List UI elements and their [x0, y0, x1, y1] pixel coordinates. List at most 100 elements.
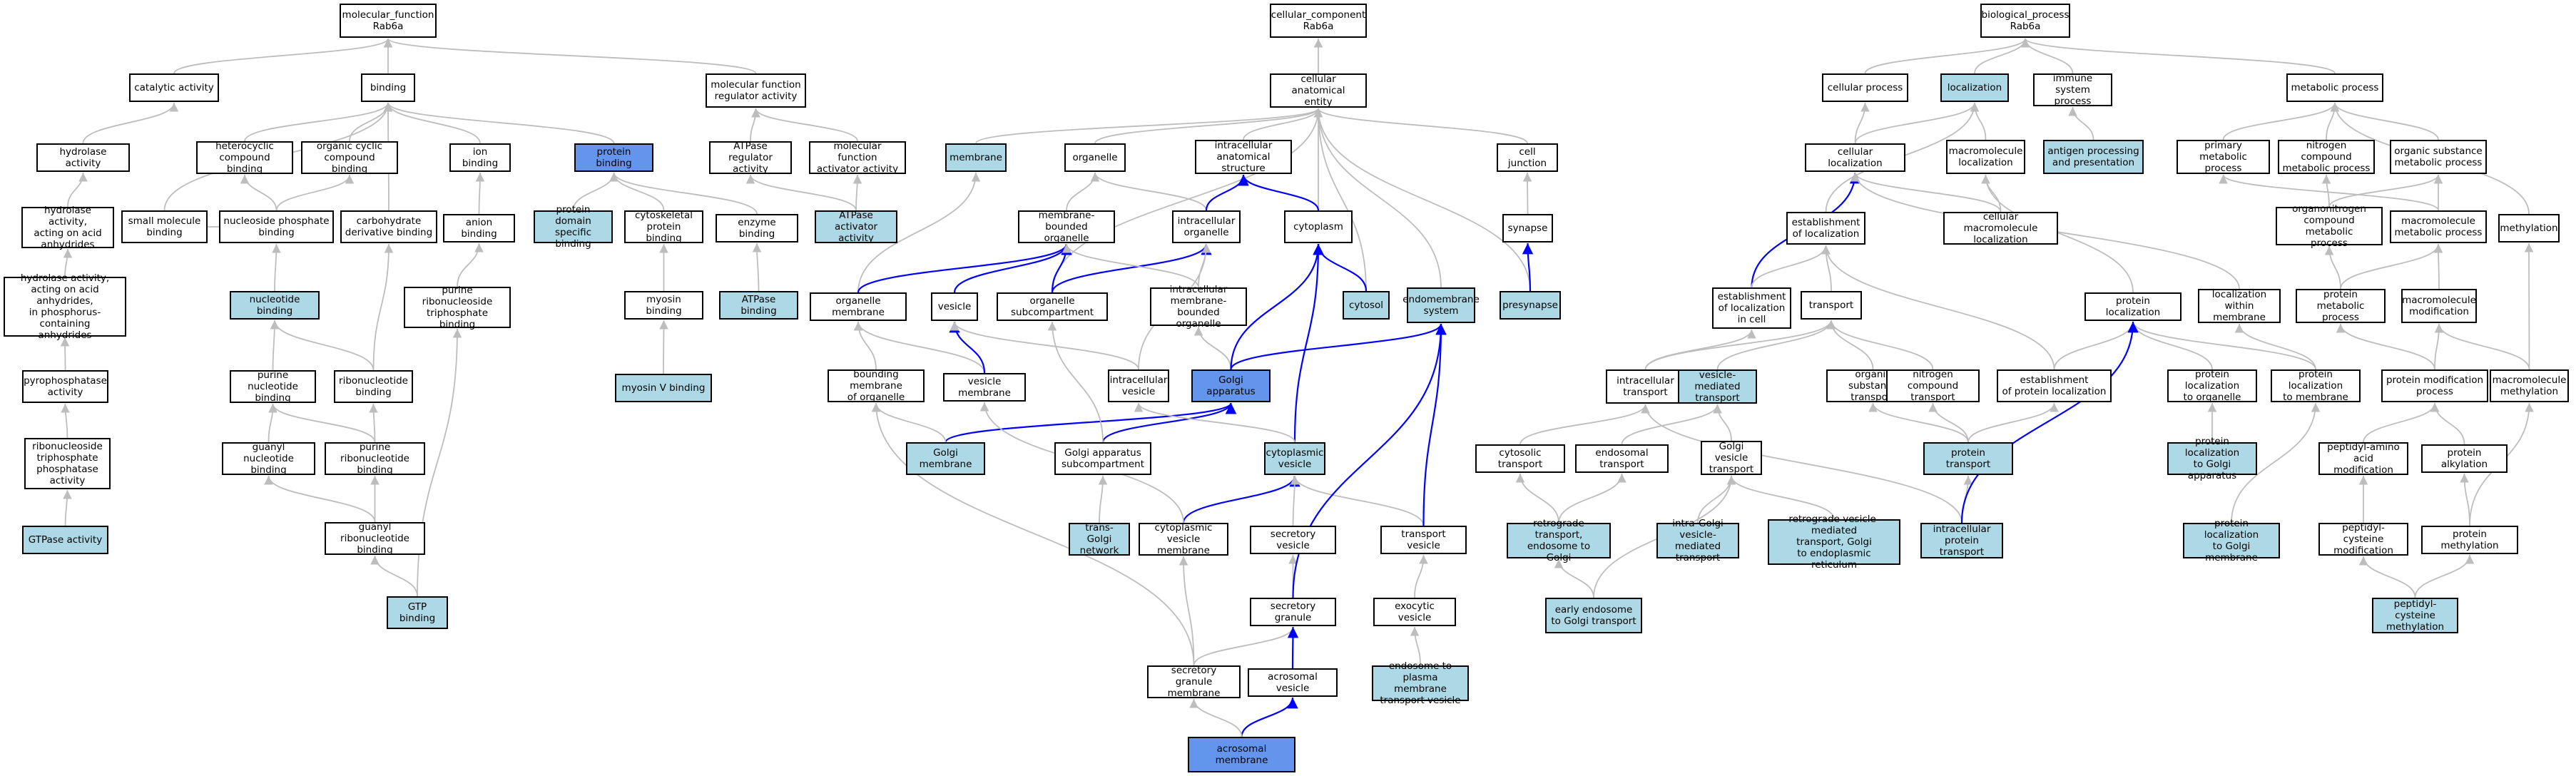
go-term-endo-trans[interactable]: endosomal transport [1575, 444, 1669, 473]
go-term-cell-junction[interactable]: cell junction [1497, 143, 1558, 172]
go-term-prot-domain[interactable]: protein domain specific binding [534, 204, 613, 250]
go-term-gtpase[interactable]: GTPase activity [22, 526, 108, 554]
go-term-cell-macro-loc[interactable]: cellular macromolecule localization [1943, 211, 2058, 245]
go-term-cyto-ves-mem[interactable]: cytoplasmic vesicle membrane [1139, 522, 1228, 556]
go-term-cytosolic-trans[interactable]: cytosolic transport [1475, 444, 1565, 473]
go-term-est-loc[interactable]: establishment of localization [1786, 212, 1865, 245]
go-term-pep-cys-mod[interactable]: peptidyl-cysteine modification [2318, 522, 2408, 556]
go-term-synapse[interactable]: synapse [1502, 214, 1553, 242]
go-term-loc-in-mem[interactable]: localization within membrane [2198, 289, 2281, 323]
go-term-intra-mb-org[interactable]: intracellular membrane-bounded organelle [1150, 284, 1247, 330]
go-term-small-mol[interactable]: small molecule binding [121, 210, 208, 243]
go-term-retro-endo[interactable]: retrograde transport, endosome to Golgi [1507, 518, 1611, 563]
go-term-localization[interactable]: localization [1940, 73, 2009, 102]
go-term-catalytic[interactable]: catalytic activity [129, 73, 219, 102]
go-term-atpase-bind[interactable]: ATPase binding [719, 291, 798, 320]
go-term-pyrophos[interactable]: pyrophosphatase activity [22, 370, 108, 403]
go-term-pur-ribonuc-tri[interactable]: purine ribonucleoside triphosphate bindi… [404, 285, 511, 330]
go-term-immune[interactable]: immune system process [2033, 73, 2112, 107]
go-term-intra-prot-trans[interactable]: intracellular protein transport [1920, 523, 2003, 558]
go-term-endo-pm[interactable]: endosome to plasma membrane transport ve… [1372, 660, 1469, 706]
go-term-gtp[interactable]: GTP binding [387, 596, 448, 629]
go-term-hydro-phos[interactable]: hydrolase activity, acting on acid anhyd… [4, 272, 126, 341]
go-term-guanyl-nuc[interactable]: guanyl nucleotide binding [222, 441, 315, 476]
go-term-org-membrane[interactable]: organelle membrane [810, 292, 907, 321]
go-term-ves-mem[interactable]: vesicle membrane [943, 373, 1026, 402]
go-term-secretory-gran[interactable]: secretory granule [1250, 598, 1336, 626]
go-term-transport[interactable]: transport [1801, 291, 1862, 320]
go-term-presynapse[interactable]: presynapse [1500, 291, 1561, 320]
go-term-atpase-reg[interactable]: ATPase regulator activity [709, 141, 792, 175]
go-term-secretory-ves[interactable]: secretory vesicle [1250, 526, 1336, 554]
go-term-intra-anat[interactable]: intracellular anatomical structure [1195, 140, 1292, 174]
go-term-vesicle[interactable]: vesicle [931, 292, 978, 321]
go-term-retro-golgi-er[interactable]: retrograde vesicle-mediated transport, G… [1768, 514, 1900, 571]
go-term-nitro-trans[interactable]: nitrogen compound transport [1886, 369, 1980, 403]
go-term-prot-methyl[interactable]: protein methylation [2421, 526, 2518, 554]
go-term-cae[interactable]: cellular anatomical entity [1270, 73, 1367, 108]
go-term-acrosomal-ves[interactable]: acrosomal vesicle [1248, 668, 1338, 697]
go-term-golgi-mem[interactable]: Golgi membrane [906, 442, 985, 475]
go-term-nitro-met[interactable]: nitrogen compound metabolic process [2278, 140, 2375, 174]
go-term-transport-ves[interactable]: transport vesicle [1380, 526, 1467, 554]
go-term-primary-met[interactable]: primary metabolic process [2177, 140, 2270, 174]
go-term-nucleotide[interactable]: nucleotide binding [230, 291, 320, 320]
go-term-membrane[interactable]: membrane [945, 143, 1007, 172]
go-term-pur-nuc[interactable]: purine nucleotide binding [230, 369, 316, 404]
go-term-bound-mem[interactable]: bounding membrane of organelle [828, 369, 925, 403]
go-term-anion[interactable]: anion binding [443, 214, 515, 242]
go-term-cytoplasm[interactable]: cytoplasm [1284, 210, 1353, 243]
go-term-mf-reg[interactable]: molecular function regulator activity [706, 73, 806, 108]
go-term-intra-organelle[interactable]: intracellular organelle [1172, 210, 1241, 243]
go-term-early-endo[interactable]: early endosome to Golgi transport [1545, 598, 1642, 633]
go-term-org-sub-met[interactable]: organic substance metabolic process [2390, 140, 2487, 174]
go-term-sec-gran-mem[interactable]: secretory granule membrane [1147, 665, 1241, 699]
go-term-macro-mod[interactable]: macromolecule modification [2401, 289, 2477, 323]
go-term-intra-golgi[interactable]: intra-Golgi vesicle-mediated transport [1656, 518, 1739, 563]
go-term-est-prot-loc[interactable]: establishment of protein localization [1997, 369, 2112, 402]
go-term-atpase-act[interactable]: ATPase activator activity [815, 210, 897, 244]
go-term-cytoskel[interactable]: cytoskeletal protein binding [624, 210, 703, 244]
go-term-prot-met[interactable]: protein metabolic process [2296, 289, 2386, 323]
go-term-pur-ribonuc[interactable]: purine ribonucleotide binding [325, 441, 425, 476]
go-term-mb-organelle[interactable]: membrane-bounded organelle [1018, 210, 1115, 244]
go-term-cell-loc[interactable]: cellular localization [1805, 143, 1905, 172]
go-term-binding[interactable]: binding [361, 73, 415, 102]
go-term-ves-med[interactable]: vesicle-mediated transport [1678, 369, 1757, 404]
go-term-enzyme-bind[interactable]: enzyme binding [716, 214, 798, 242]
go-term-cytosol[interactable]: cytosol [1343, 291, 1390, 320]
go-term-methylation[interactable]: methylation [2498, 214, 2560, 242]
go-term-organo-met[interactable]: organonitrogen compound metabolic proces… [2276, 203, 2383, 249]
go-term-prot-alkyl[interactable]: protein alkylation [2421, 444, 2508, 473]
go-term-ribo-tri-phos[interactable]: ribonucleoside triphosphate phosphatase … [24, 438, 111, 489]
go-term-mf-root[interactable]: molecular_function Rab6a [340, 4, 437, 38]
go-term-hetero-cyc[interactable]: heterocyclic compound binding [196, 141, 293, 175]
go-term-golgi-sub[interactable]: Golgi apparatus subcompartment [1054, 442, 1151, 475]
go-term-org-cyc[interactable]: organic cyclic compound binding [301, 141, 398, 175]
go-term-myosin-v[interactable]: myosin V binding [615, 374, 712, 402]
go-term-prot-loc-mem[interactable]: protein localization to membrane [2271, 369, 2361, 403]
go-term-pep-aa-mod[interactable]: peptidyl-amino acid modification [2318, 441, 2408, 476]
go-term-prot-loc[interactable]: protein localization [2084, 292, 2182, 321]
go-term-protein-binding[interactable]: protein binding [574, 143, 653, 172]
go-term-ribonuc[interactable]: ribonucleotide binding [334, 370, 413, 403]
go-term-golgi[interactable]: Golgi apparatus [1191, 369, 1271, 402]
go-term-macro-loc[interactable]: macromolecule localization [1946, 140, 2025, 174]
go-term-prot-trans[interactable]: protein transport [1923, 442, 2013, 475]
go-term-macro-methyl[interactable]: macromolecule methylation [2490, 369, 2569, 402]
go-term-pep-cys-methyl[interactable]: peptidyl-cysteine methylation [2372, 598, 2458, 633]
go-term-trans-golgi[interactable]: trans-Golgi network [1069, 522, 1130, 556]
go-term-cyto-ves[interactable]: cytoplasmic vesicle [1264, 442, 1325, 475]
go-term-guanyl-ribo[interactable]: guanyl ribonucleotide binding [325, 521, 425, 556]
go-term-carb-deriv[interactable]: carbohydrate derivative binding [340, 210, 437, 243]
go-term-intra-ves[interactable]: intracellular vesicle [1108, 369, 1169, 402]
go-term-nuc-phos[interactable]: nucleoside phosphate binding [219, 210, 334, 243]
go-term-myosin[interactable]: myosin binding [624, 291, 703, 320]
go-term-antigen[interactable]: antigen processing and presentation [2043, 140, 2144, 174]
go-term-prot-mod[interactable]: protein modification process [2381, 369, 2488, 402]
go-term-prot-loc-golgi-mem[interactable]: protein localization to Golgi membrane [2183, 518, 2280, 563]
go-term-ion-binding[interactable]: ion binding [449, 143, 511, 172]
go-term-golgi-ves-trans[interactable]: Golgi vesicle transport [1701, 441, 1762, 475]
go-term-prot-loc-org[interactable]: protein localization to organelle [2167, 369, 2257, 403]
go-term-exocytic[interactable]: exocytic vesicle [1373, 598, 1456, 626]
